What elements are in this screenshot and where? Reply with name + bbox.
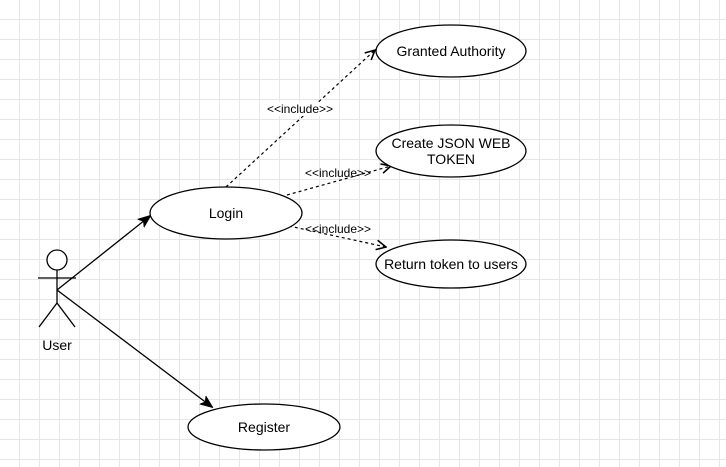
use-case-login[interactable]: Login	[149, 186, 303, 240]
use-case-create-jwt-label-line2: TOKEN	[427, 151, 475, 167]
actor-head	[46, 249, 68, 271]
use-case-return-token-label: Return token to users	[384, 256, 518, 272]
use-case-granted-authority-label: Granted Authority	[397, 43, 506, 59]
association-user-register[interactable]	[56, 289, 212, 407]
use-case-register[interactable]: Register	[187, 403, 341, 451]
use-case-create-jwt[interactable]: Create JSON WEB TOKEN	[375, 124, 527, 178]
include-label-1: <<include>>	[267, 102, 333, 116]
include-login-granted-authority[interactable]	[225, 50, 375, 188]
include-label-2: <<include>>	[305, 166, 371, 180]
use-case-create-jwt-label-line1: Create JSON WEB	[391, 135, 510, 151]
use-case-return-token[interactable]: Return token to users	[375, 239, 527, 289]
actor-user[interactable]	[38, 249, 76, 328]
include-label-3: <<include>>	[305, 222, 371, 236]
actor-user-label: User	[42, 337, 72, 353]
use-case-granted-authority[interactable]: Granted Authority	[375, 24, 527, 78]
include-label-bg-1	[262, 102, 338, 116]
include-login-return-token[interactable]	[288, 225, 386, 247]
use-case-login-label: Login	[209, 205, 243, 221]
association-user-login[interactable]	[56, 216, 150, 291]
use-case-register-label: Register	[238, 419, 290, 435]
